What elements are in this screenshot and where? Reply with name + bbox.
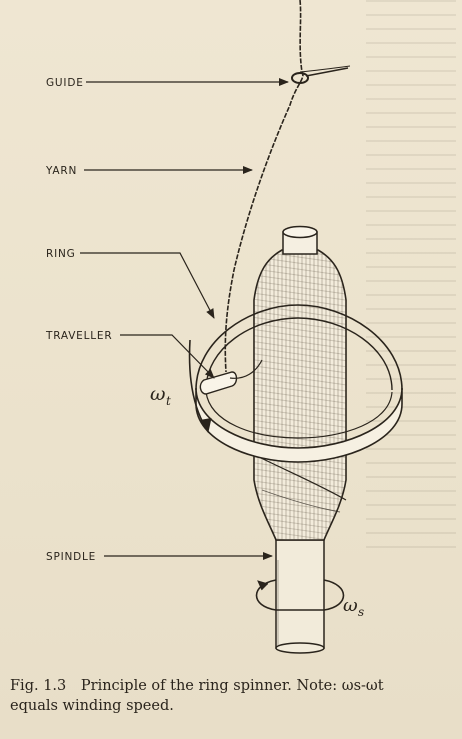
caption-line-1: Principle of the ring spinner. Note: bbox=[80, 678, 338, 694]
traveller-leader bbox=[120, 334, 215, 379]
yarn-thread bbox=[224, 0, 351, 379]
caption-line-2: equals winding speed. bbox=[10, 698, 174, 714]
yarn-package bbox=[253, 249, 347, 541]
omega-s-letter: ω bbox=[343, 595, 358, 616]
ring-label: RING bbox=[46, 248, 76, 260]
traveller bbox=[199, 371, 238, 395]
ring-leader bbox=[80, 252, 215, 319]
omega-t-letter: ω bbox=[150, 383, 166, 405]
guide-eyelet bbox=[291, 67, 349, 84]
spindle-rotation-arrow bbox=[255, 579, 345, 611]
bobbin-top bbox=[282, 225, 318, 255]
traveller-rotation-arrow bbox=[188, 339, 212, 434]
figure-number: Fig. 1.3 bbox=[10, 678, 67, 694]
omega-s-subscript: s bbox=[358, 605, 364, 619]
ring-spinner-diagram: GUIDE YARN RING TRAVELLER SPINDLE ω t ω … bbox=[45, 0, 403, 654]
omega-t-subscript: t bbox=[166, 394, 171, 408]
show-through-texture bbox=[366, 0, 456, 560]
spindle-label: SPINDLE bbox=[46, 551, 96, 563]
ring-back bbox=[195, 304, 403, 391]
spindle-shaft bbox=[275, 539, 325, 654]
omega-t-symbol: ω t bbox=[150, 383, 171, 408]
figure-caption: Fig. 1.3 Principle of the ring spinner. … bbox=[10, 676, 450, 716]
guide-label: GUIDE bbox=[46, 77, 84, 89]
ring-front bbox=[195, 387, 403, 463]
traveller-label: TRAVELLER bbox=[45, 330, 112, 342]
omega-s-symbol: ω s bbox=[343, 595, 364, 619]
yarn-label: YARN bbox=[45, 165, 77, 177]
caption-formula: ωs-ωt bbox=[341, 678, 384, 694]
